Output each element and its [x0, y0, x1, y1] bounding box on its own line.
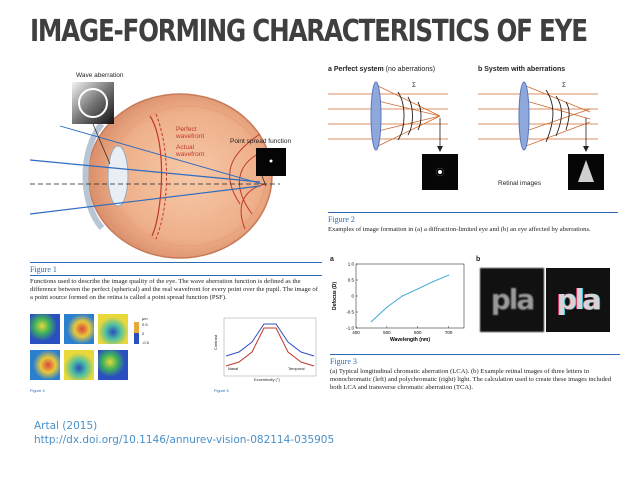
letters-monochromatic: pla: [480, 268, 544, 332]
eye-diagram: [29, 82, 286, 259]
panel-a-sub: (no aberrations): [385, 66, 436, 73]
figure-3-caption: Figure 3 (a) Typical longitudinal chroma…: [330, 354, 620, 392]
label-actual-wavefront: wavefront: [176, 151, 205, 158]
citation-doi-link[interactable]: http://dx.doi.org/10.1146/annurev-vision…: [34, 434, 335, 446]
legend-val2: 0: [142, 331, 145, 336]
caption-rule: [330, 354, 620, 355]
right-label-nasal: Nasal: [228, 366, 239, 371]
sigma-label-a: Σ: [412, 82, 417, 89]
figure-2-caption-text: Examples of image formation in (a) a dif…: [328, 226, 591, 233]
x-axis-label: Wavelength (nm): [390, 337, 430, 343]
caption-rule: [328, 212, 618, 213]
panel-b-letter: b: [478, 66, 483, 73]
figure-1-caption-title: Figure 1: [30, 265, 57, 274]
figure-2-panel-b-heading: b System with aberrations: [478, 66, 565, 73]
caption-rule: [30, 275, 322, 276]
optics-diagram: [328, 81, 604, 190]
plot-frame: [355, 263, 465, 329]
series-line: [371, 274, 449, 322]
legend-unit: μm: [142, 316, 148, 321]
legend-val3: -0.5: [142, 340, 149, 345]
page-title: IMAGE-FORMING CHARACTERISTICS OF EYE: [30, 14, 588, 49]
right-xlabel: Eccentricity (°): [254, 377, 280, 382]
label-perfect: Perfect: [176, 126, 197, 133]
citation: Artal (2015) http://dx.doi.org/10.1146/a…: [34, 420, 334, 446]
small-left-caption-title: Figure 4: [30, 388, 45, 393]
y-axis-label: Defocus (D): [332, 282, 338, 310]
data-point: [370, 321, 373, 323]
legend-val1: 0.5: [142, 322, 148, 327]
y-tick-label: -0.5: [346, 310, 354, 315]
x-tick-label: 500: [383, 330, 391, 335]
small-right-caption-title: Figure 5: [214, 388, 229, 393]
figure-2-panel-a-heading: a Perfect system (no aberrations): [328, 66, 435, 73]
figure-3-caption-title: Figure 3: [330, 357, 357, 366]
label-perfect-wavefront: wavefront: [176, 133, 205, 140]
right-ylabel: Contrast: [213, 334, 219, 351]
data-point: [447, 274, 450, 276]
contrast-plot: [223, 317, 317, 377]
figure-3-panel-a-letter: a: [330, 256, 334, 263]
data-point: [432, 281, 434, 283]
panel-a-letter: a: [328, 66, 332, 73]
figure-3-caption-text: (a) Typical longitudinal chromatic aberr…: [330, 368, 612, 391]
x-tick-label: 700: [445, 330, 453, 335]
data-point: [401, 295, 403, 297]
figure-2-caption-title: Figure 2: [328, 215, 355, 224]
small-figure-left: μm 0.5 0 -0.5 Figure 4: [30, 314, 170, 396]
x-tick-label: 600: [414, 330, 422, 335]
panel-a-title: Perfect system: [333, 66, 384, 73]
figure-2-caption: Figure 2 Examples of image formation in …: [328, 212, 618, 234]
letters-left-text: pla: [490, 283, 536, 316]
sigma-label-b: Σ: [562, 82, 567, 89]
lens-shape: [107, 145, 129, 207]
data-point: [417, 288, 419, 290]
figure-2: a Perfect system (no aberrations) b Syst…: [328, 64, 618, 214]
small-figure-right: Nasal Temporal Eccentricity (°) Contrast…: [213, 314, 318, 398]
right-label-temporal: Temporal: [288, 366, 305, 371]
lens-aberrated: [518, 81, 530, 151]
lens-perfect: [370, 81, 382, 151]
aberration-maps-grid: [30, 314, 139, 380]
retinal-images-label: Retinal images: [498, 180, 541, 187]
figure-1: Wave aberration Perfect wavefront Actual…: [29, 64, 320, 264]
label-wave-aberration: Wave aberration: [76, 72, 124, 79]
panel-b-title: System with aberrations: [484, 66, 566, 73]
letters-polychromatic: pla: [546, 268, 610, 332]
y-tick-label: 0: [351, 294, 354, 299]
letters-right-text: pla: [556, 283, 602, 316]
y-tick-label: 1.0: [348, 262, 355, 267]
figure-1-caption: Figure 1 Functions used to describe the …: [30, 262, 322, 302]
data-point: [386, 306, 388, 308]
x-tick-label: 400: [352, 330, 360, 335]
label-actual: Actual: [176, 144, 195, 151]
label-psf: Point spread function: [230, 138, 292, 145]
citation-author: Artal (2015): [34, 420, 98, 432]
figure-3-panel-b-letter: b: [476, 256, 481, 263]
y-tick-label: -1.0: [346, 326, 354, 331]
figure-1-caption-text: Functions used to describe the image qua…: [30, 278, 318, 301]
y-tick-label: 0.5: [348, 278, 355, 283]
caption-rule: [30, 262, 322, 263]
